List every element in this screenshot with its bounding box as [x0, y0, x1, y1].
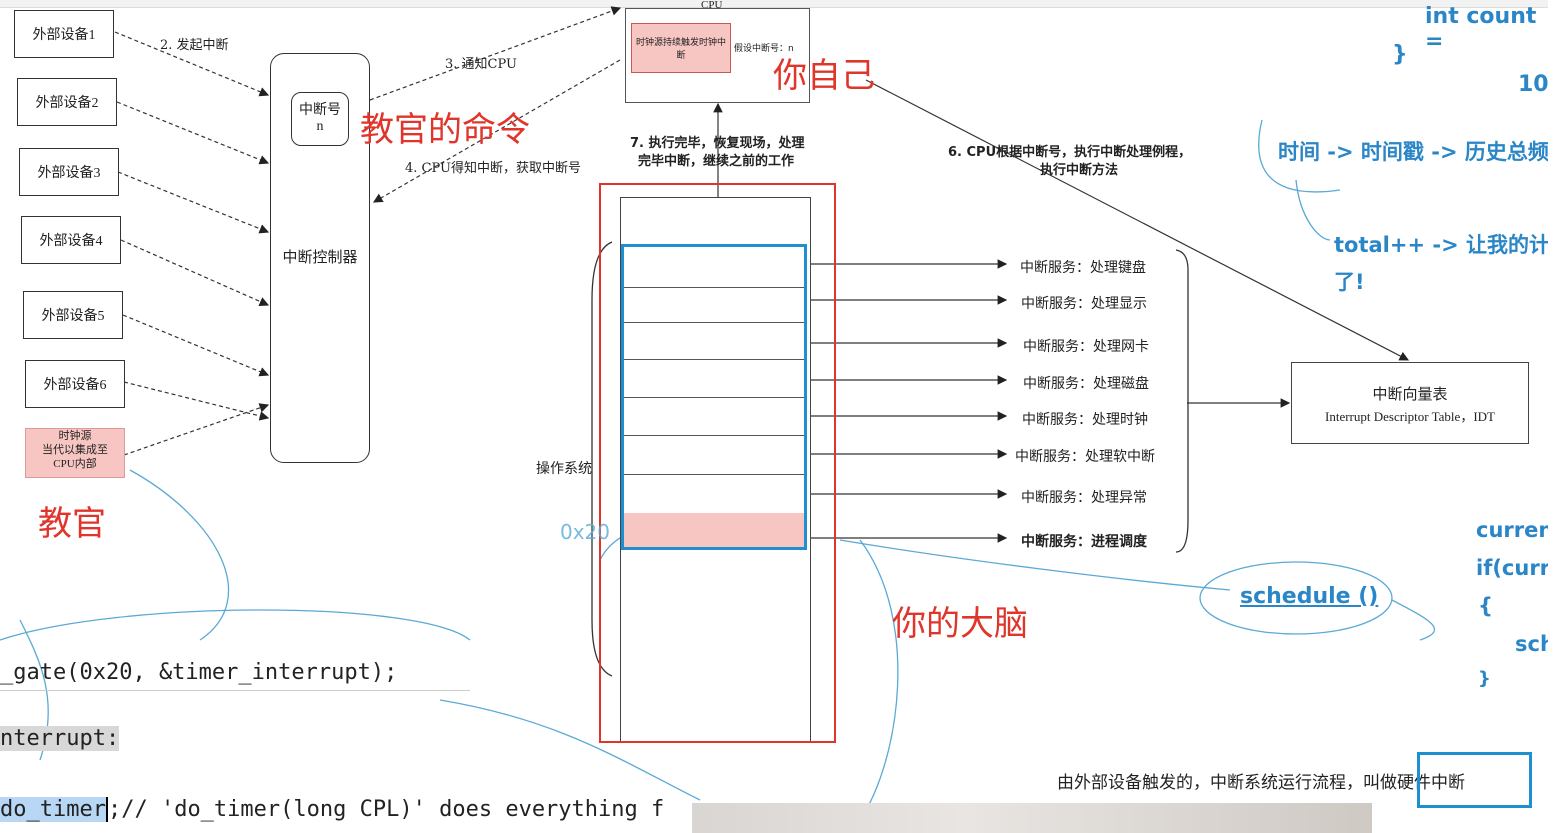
external-device-1: 外部设备1 — [14, 10, 114, 58]
note-schedule: schedule () — [1240, 584, 1378, 609]
service-exception: 中断服务：处理异常 — [1021, 487, 1147, 507]
service-clock: 中断服务：处理时钟 — [1022, 409, 1148, 429]
annotation-instructor-command: 教官的命令 — [360, 102, 530, 151]
cpu-title: CPU — [701, 0, 722, 11]
step-7-line2: 完毕中断，继续之前的工作 — [630, 153, 805, 171]
footer-text: 由外部设备触发的，中断系统运行流程，叫做硬件中断 — [1057, 768, 1465, 793]
clock-source-line3: CPU内部 — [26, 457, 124, 471]
handwritten-ox: 0x20 — [560, 520, 610, 544]
interrupt-number-label: 中断号 — [292, 99, 348, 119]
code-line-1-underline — [0, 690, 470, 691]
device-label: 外部设备6 — [44, 374, 107, 394]
interrupt-number-box: 中断号 n — [291, 92, 349, 146]
clock-source-box: 时钟源 当代以集成至 CPU内部 — [25, 428, 125, 478]
code-line-2-text: nterrupt: — [0, 726, 119, 751]
code-line-2: nterrupt: — [0, 726, 119, 751]
external-device-2: 外部设备2 — [17, 78, 117, 126]
idt-title: 中断向量表 — [1292, 383, 1528, 404]
webcam-overlay — [692, 803, 1372, 833]
code-line-1-text: _gate(0x20, &timer_interrupt); — [0, 660, 397, 685]
note-rbrace: } — [1478, 668, 1491, 689]
note-current: current — [1476, 518, 1556, 542]
service-disk: 中断服务：处理磁盘 — [1023, 373, 1149, 393]
right-edge-bar — [1548, 0, 1556, 833]
step-7-label: 7. 执行完毕，恢复现场，处理 完毕中断，继续之前的工作 — [630, 135, 805, 171]
service-keyboard: 中断服务：处理键盘 — [1020, 257, 1146, 277]
code-line-1: _gate(0x20, &timer_interrupt); — [0, 660, 397, 685]
cpu-clock-text: 时钟源持续触发时钟中断 — [636, 35, 726, 61]
clock-source-line1: 时钟源 — [26, 429, 124, 443]
device-label: 外部设备3 — [38, 162, 101, 182]
note-total-line: total++ -> 让我的计算 — [1334, 229, 1556, 259]
service-schedule: 中断服务：进程调度 — [1021, 531, 1147, 551]
step-2-label: 2. 发起中断 — [160, 34, 229, 53]
external-device-5: 外部设备5 — [23, 291, 123, 339]
step-3-label: 3. 通知CPU — [445, 53, 517, 72]
annotation-your-brain: 你的大脑 — [892, 596, 1028, 645]
idt-subtitle: Interrupt Descriptor Table，IDT — [1292, 406, 1528, 425]
device-label: 外部设备4 — [40, 230, 103, 250]
os-highlight-frame — [599, 183, 836, 743]
service-display: 中断服务：处理显示 — [1021, 293, 1147, 313]
note-le: 了! — [1334, 266, 1365, 296]
note-if-curr: if(curr — [1476, 556, 1550, 580]
note-int-count: int count = — [1425, 4, 1556, 54]
interrupt-controller: 中断号 n 中断控制器 — [270, 53, 370, 463]
annotation-you-self: 你自己 — [773, 48, 875, 97]
service-network: 中断服务：处理网卡 — [1023, 336, 1149, 356]
code-line-3-rest: ;// 'do_timer(long CPL)' does everything… — [108, 797, 664, 822]
annotation-instructor: 教官 — [38, 496, 106, 545]
step-7-line1: 7. 执行完毕，恢复现场，处理 — [630, 135, 805, 153]
step-6-label: 6. CPU根据中断号，执行中断处理例程， 执行中断方法 — [948, 144, 1191, 180]
footer-main: 由外部设备触发的，中断系统运行流程，叫做 — [1057, 773, 1397, 793]
interrupt-number-value: n — [292, 119, 348, 135]
controller-label: 中断控制器 — [271, 246, 369, 267]
idt-box: 中断向量表 Interrupt Descriptor Table，IDT — [1291, 362, 1529, 444]
device-label: 外部设备5 — [42, 305, 105, 325]
clock-source-line2: 当代以集成至 — [26, 443, 124, 457]
step-4-label: 4. CPU得知中断，获取中断号 — [405, 157, 581, 176]
external-device-6: 外部设备6 — [25, 360, 125, 408]
note-lbrace: { — [1478, 594, 1493, 618]
service-soft-interrupt: 中断服务：处理软中断 — [1015, 446, 1155, 466]
footer-highlight-frame — [1417, 752, 1532, 808]
device-label: 外部设备2 — [36, 92, 99, 112]
device-label: 外部设备1 — [33, 24, 96, 44]
step-6-line1: 6. CPU根据中断号，执行中断处理例程， — [948, 144, 1191, 162]
code-line-3[interactable]: do_timer;// 'do_timer(long CPL)' does ev… — [0, 797, 664, 822]
step-6-line2: 执行中断方法 — [948, 162, 1191, 180]
os-label: 操作系统 — [536, 458, 592, 478]
external-device-4: 外部设备4 — [21, 216, 121, 264]
note-brace: } — [1392, 42, 1408, 67]
note-time-line: 时间 -> 时间戳 -> 历史总频 — [1278, 136, 1549, 166]
code-selected-token[interactable]: do_timer — [0, 797, 108, 822]
external-device-3: 外部设备3 — [19, 148, 119, 196]
cpu-clock-box: 时钟源持续触发时钟中断 — [631, 23, 731, 73]
